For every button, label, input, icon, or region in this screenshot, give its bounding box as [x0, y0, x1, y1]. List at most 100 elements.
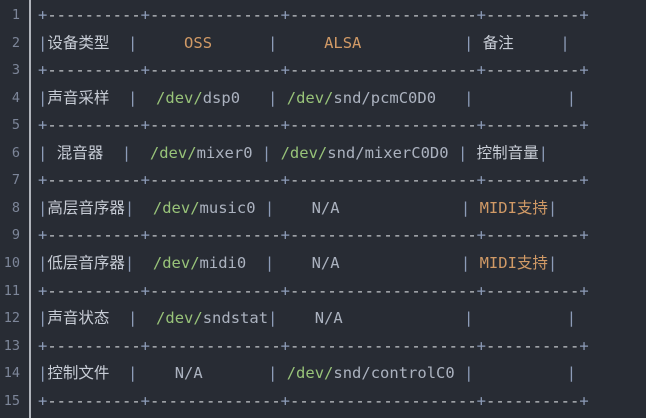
- token-path: dsp0: [202, 88, 241, 107]
- table-row: |设备类型 | OSS | ALSA | 备注 |: [38, 32, 570, 54]
- token-green: /dev/: [152, 253, 200, 272]
- token-sep: +: [280, 116, 291, 135]
- token-sep: +: [38, 116, 48, 135]
- token-dash: ----------: [486, 226, 580, 245]
- token-plain: [134, 254, 153, 272]
- token-dash: --------------------: [290, 281, 477, 300]
- token-plain: [134, 199, 153, 217]
- table-border-row: +----------+--------------+-------------…: [38, 114, 589, 136]
- token-sep: |: [38, 364, 48, 383]
- token-path: music0: [199, 198, 256, 217]
- token-sep: +: [280, 336, 291, 355]
- token-sep: |: [38, 33, 48, 52]
- token-sep: +: [38, 171, 48, 190]
- token-sep: +: [38, 391, 48, 410]
- token-dash: --------------: [150, 391, 281, 410]
- token-plain: [131, 144, 150, 162]
- token-plain: [449, 144, 458, 162]
- token-dash: ----------: [47, 226, 141, 245]
- token-cjk: 备注: [482, 33, 514, 52]
- token-plain: [455, 364, 464, 382]
- token-orange: OSS: [184, 33, 213, 52]
- token-sep: +: [38, 6, 48, 24]
- token-plain: [274, 254, 311, 272]
- line-number: 9: [11, 227, 20, 244]
- token-plain: [271, 144, 280, 162]
- token-green: /dev/: [149, 143, 197, 162]
- token-dash: ----------: [486, 391, 580, 410]
- token-dash: ----------: [486, 116, 580, 135]
- token-plain: [343, 309, 464, 327]
- token-path: sndstat: [202, 309, 269, 328]
- token-dash: ----------: [47, 61, 141, 80]
- token-sep: +: [476, 171, 486, 190]
- token-plain: [212, 34, 268, 52]
- token-sep: |: [464, 364, 474, 383]
- token-sep: |: [268, 364, 278, 383]
- token-plain: [246, 254, 265, 272]
- token-sep: |: [264, 198, 275, 217]
- token-dash: ----------: [486, 6, 580, 24]
- token-sep: |: [566, 88, 577, 107]
- line-number: 1: [11, 7, 20, 23]
- token-green: /dev/: [152, 198, 200, 217]
- token-sep: |: [566, 364, 577, 383]
- token-dash: ----------: [47, 116, 141, 135]
- token-sep: +: [476, 281, 486, 300]
- token-sep: +: [140, 281, 151, 300]
- table-border-row: +----------+--------------+-------------…: [38, 390, 589, 412]
- token-sep: +: [140, 116, 151, 135]
- token-sep: |: [124, 198, 135, 217]
- token-sep: +: [579, 391, 589, 410]
- table-border-row: +----------+--------------+-------------…: [38, 335, 589, 357]
- token-sep: |: [460, 253, 471, 272]
- token-green: /dev/: [286, 364, 334, 383]
- table-row: |声音采样 | /dev/dsp0 | /dev/snd/pcmC0D0 | |: [38, 87, 576, 109]
- line-number: 3: [11, 62, 20, 79]
- table-border-row: +----------+--------------+-------------…: [38, 4, 589, 26]
- line-number: 11: [3, 282, 20, 299]
- table-row: |声音状态 | /dev/sndstat| N/A | |: [38, 307, 576, 329]
- line-number: 15: [3, 392, 20, 409]
- token-path: snd/mixerC0D0: [327, 143, 449, 162]
- token-sep: +: [280, 171, 291, 190]
- token-cjk: 高层音序器: [47, 198, 125, 217]
- token-plain: [514, 34, 561, 52]
- token-dash: --------------------: [290, 171, 477, 190]
- token-sep: |: [38, 253, 48, 272]
- line-number: 7: [11, 172, 20, 189]
- table-border-row: +----------+--------------+-------------…: [38, 224, 589, 246]
- token-plain: [109, 309, 128, 327]
- token-path: snd/pcmC0D0: [333, 88, 437, 107]
- gutter-divider: [29, 0, 31, 418]
- token-sep: +: [280, 391, 291, 410]
- line-number: 12: [3, 310, 20, 327]
- token-green: /dev/: [286, 88, 334, 107]
- token-sep: |: [268, 33, 278, 52]
- token-sep: |: [547, 253, 558, 272]
- token-dash: ----------: [47, 391, 141, 410]
- token-plain: [473, 34, 482, 52]
- token-dash: ----------: [486, 281, 580, 300]
- token-sep: +: [476, 391, 486, 410]
- token-plain: [436, 89, 464, 107]
- table-row: |低层音序器| /dev/midi0 | N/A | MIDI支持|: [38, 252, 557, 274]
- token-sep: +: [280, 226, 291, 245]
- token-dash: ----------: [47, 6, 141, 24]
- token-sep: +: [280, 6, 291, 24]
- token-orange: ALSA: [324, 33, 362, 52]
- token-sep: |: [566, 309, 577, 328]
- code-content-area[interactable]: +----------+--------------+-------------…: [38, 0, 646, 418]
- token-sep: +: [140, 6, 151, 24]
- token-dash: --------------------: [290, 6, 477, 24]
- token-dash: --------------: [150, 281, 281, 300]
- token-dash: --------------------: [290, 61, 477, 80]
- token-dash: --------------------: [290, 116, 477, 135]
- token-sep: +: [579, 116, 589, 135]
- token-sep: +: [579, 61, 589, 80]
- token-green: /dev/: [280, 143, 328, 162]
- token-plain: [340, 254, 461, 272]
- token-plain: [340, 199, 461, 217]
